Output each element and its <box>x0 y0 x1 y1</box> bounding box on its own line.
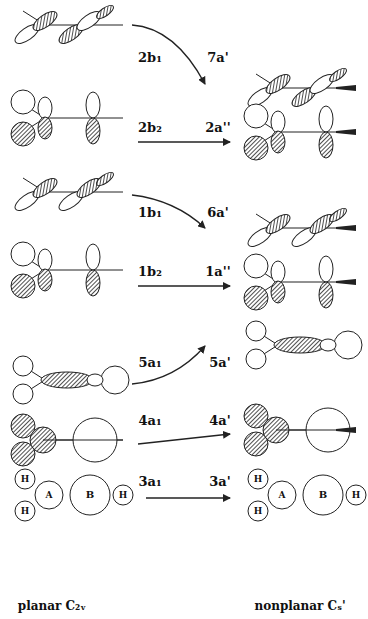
atom-label: H <box>254 507 263 516</box>
orbital-label: 5a' <box>209 356 230 369</box>
orbital-label: 2b₁ <box>138 51 162 64</box>
orbital-label: 7a' <box>207 51 228 64</box>
orbital-label: 6a' <box>207 206 228 219</box>
orbital-label: 5a₁ <box>138 356 161 369</box>
geometry-label: nonplanar Cₛ' <box>254 600 345 612</box>
atom-label: H <box>119 491 128 500</box>
orbital-label: 3a₁ <box>138 475 161 488</box>
orbital-label: 2a'' <box>205 121 230 134</box>
atom-label: A <box>279 491 286 500</box>
orbital-label: 1b₂ <box>138 265 162 278</box>
orbital-label: 1a'' <box>205 265 230 278</box>
atom-label: H <box>352 491 361 500</box>
atom-label: B <box>319 490 327 500</box>
atom-label: H <box>21 475 30 484</box>
atom-label: H <box>21 507 30 516</box>
orbital-label: 3a' <box>209 475 230 488</box>
geometry-label: planar C₂ᵥ <box>18 600 86 612</box>
orbital-label: 4a' <box>209 414 230 427</box>
orbital-label: 1b₁ <box>138 206 162 219</box>
orbital-label: 2b₂ <box>138 121 162 134</box>
atom-label: A <box>46 491 53 500</box>
atom-label: B <box>86 490 94 500</box>
atom-label: H <box>254 475 263 484</box>
orbital-label: 4a₁ <box>138 414 161 427</box>
